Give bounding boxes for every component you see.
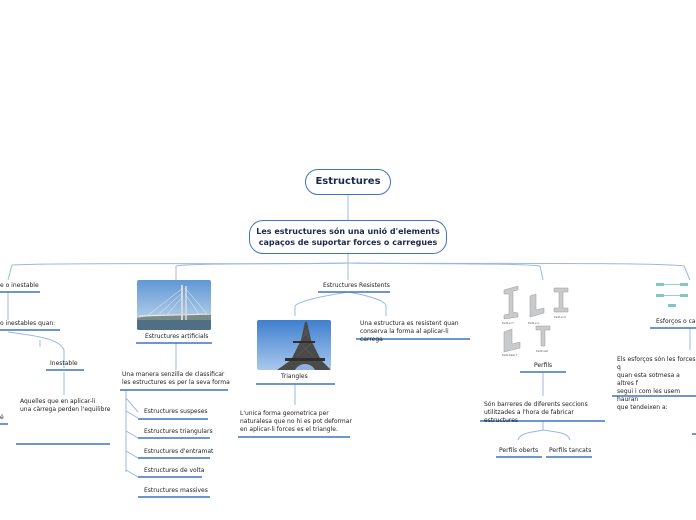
artificials-desc-line-2: les estructures es per la seva forma (122, 379, 230, 386)
resistents-desc-line-1: Una estructura es resistent quan (360, 320, 459, 327)
node-perfils[interactable]: Perfils (534, 362, 553, 369)
bridge-image (137, 280, 211, 330)
node-esforcos-desc[interactable]: Els esforços són les forces q quan esta … (617, 356, 696, 412)
esforcos-desc-line-3: segui i com les usem hauran (617, 388, 681, 403)
node-type-massives[interactable]: Estructures massives (144, 487, 208, 494)
node-esforcos[interactable]: Esforços o car (656, 318, 696, 325)
node-artificials-desc[interactable]: Una manera senzilla de classificar les e… (122, 371, 232, 387)
triangles-desc-line-2: naturalesa que no hi es pot deformar (240, 418, 352, 425)
main-definition-line-1: Les estructures són una unió d'elements (256, 227, 440, 236)
node-perfils-desc[interactable]: Són barreres de diferents seccions utili… (484, 401, 608, 425)
resistents-desc-line-2: conserva la forma al aplicar-li carrega (360, 328, 449, 343)
node-truncated-label[interactable]: é (0, 414, 4, 421)
main-definition-line-2: capaços de suportar forces o carregues (258, 238, 438, 247)
profiles-image: Perfil en T Perfil en L Perfil en U Perf… (498, 282, 574, 358)
node-type-volta[interactable]: Estructures de volta (144, 467, 205, 474)
node-resistents-desc[interactable]: Una estructura es resistent quan conserv… (360, 320, 472, 344)
node-inestable-desc[interactable]: Aquelles que en aplicar-li una càrrega p… (20, 398, 116, 414)
profile-label-4: Perfil doble T (502, 353, 518, 357)
node-perfils-oberts[interactable]: Perfils oberts (499, 447, 539, 454)
node-triangles[interactable]: Triangles (281, 373, 308, 380)
eiffel-tower-image (257, 320, 331, 370)
profile-label-5: Perfil rodó (536, 349, 548, 353)
profile-label-3: Perfil en U (554, 315, 566, 319)
node-resistents[interactable]: Estructures Resistents (323, 282, 390, 289)
artificials-desc-line-1: Una manera senzilla de classificar (122, 371, 225, 378)
profile-label-2: Perfil en L (528, 321, 540, 325)
node-perfils-tancats[interactable]: Perfils tancats (549, 447, 592, 454)
perfils-desc-line-1: Són barreres de diferents seccions (484, 401, 588, 408)
esforcos-desc-line-2: quan esta sotmesa a altres f (617, 372, 680, 387)
triangles-desc-line-1: L'unica forma geometrica per (240, 410, 329, 417)
node-type-suspeses[interactable]: Estructures suspeses (144, 408, 208, 415)
node-artificials[interactable]: Estructures artificials (145, 333, 209, 340)
main-definition-node[interactable]: Les estructures són una unió d'elements … (249, 220, 447, 254)
inestable-desc-line-2: una càrrega perden l'equilibre (20, 406, 111, 413)
triangles-desc-line-3: en aplicar-li forces es el triangle. (240, 426, 338, 433)
perfils-desc-line-2: utilitzades a l'hora de fabricar estruct… (484, 409, 574, 424)
profile-label-1: Perfil en T (502, 321, 514, 325)
esforcos-desc-line-4: que tendeixen a: (617, 404, 668, 411)
node-estable-inestable[interactable]: e o inestable (0, 282, 39, 289)
forces-diagram-image (650, 280, 696, 312)
node-estables-quan[interactable]: o inestables quan: (0, 320, 56, 327)
node-type-triangulars[interactable]: Estructures triangulars (144, 428, 213, 435)
root-node[interactable]: Estructures (305, 169, 391, 195)
node-inestable[interactable]: Inestable (50, 360, 78, 367)
inestable-desc-line-1: Aquelles que en aplicar-li (20, 398, 96, 405)
node-triangles-desc[interactable]: L'unica forma geometrica per naturalesa … (240, 410, 352, 434)
node-type-entramat[interactable]: Estructures d'entramat (144, 448, 214, 455)
esforcos-desc-line-1: Els esforços són les forces q (617, 356, 696, 371)
